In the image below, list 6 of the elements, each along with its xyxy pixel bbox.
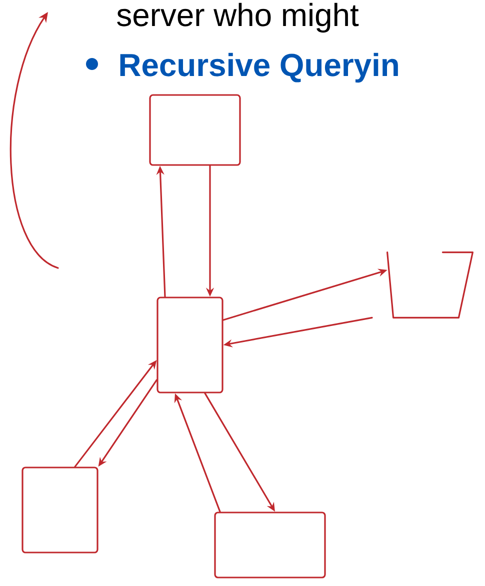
sketched-box [149, 94, 241, 166]
sketched-box [214, 512, 326, 578]
sketched-box [22, 466, 98, 554]
slide-text: server who might [117, 2, 359, 33]
sketched-cup [386, 252, 474, 318]
sketched-box [156, 296, 224, 394]
